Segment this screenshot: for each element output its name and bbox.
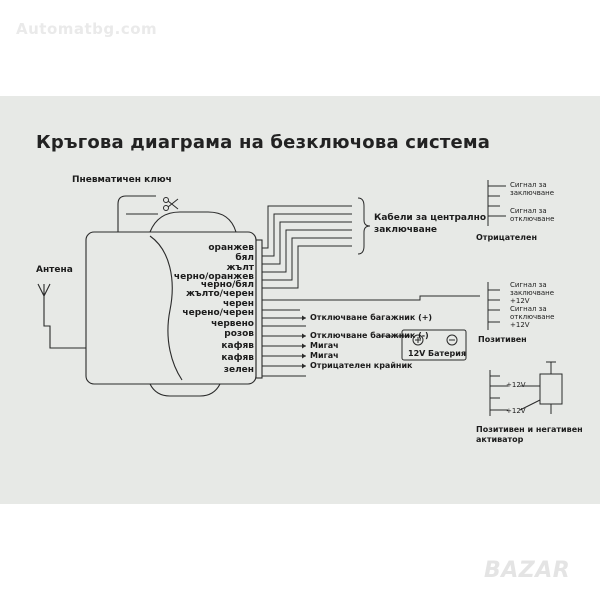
signal-lock-pos-line3: +12V — [510, 297, 530, 305]
actuator-plus12-top: +12V — [506, 381, 526, 389]
wire-label: кафяв — [221, 353, 254, 363]
central-lock-label-line1: Кабели за централно — [374, 213, 487, 223]
signal-lock-pos-line2: заключване — [510, 289, 555, 297]
wire-label: кафяв — [221, 341, 254, 351]
wire-function-label: Отключване багажник (-) — [310, 331, 429, 340]
scissors-icon — [163, 197, 179, 211]
pneumatic-tube — [117, 195, 158, 232]
battery-voltage: 12V — [408, 349, 426, 358]
signal-lock-pos-line1: Сигнал за — [510, 281, 547, 289]
wire-connector — [255, 239, 263, 379]
wire-label: жълто/черен — [185, 289, 254, 299]
signal-lock-line2: заключване — [510, 189, 555, 197]
wire-function-label: Отрицателен крайник — [310, 361, 413, 370]
signal-unlock-pos-line2: отключване — [510, 313, 555, 321]
wire-label: черено/черен — [182, 308, 254, 318]
battery-label: Батерия — [428, 349, 467, 358]
signal-lock-line1: Сигнал за — [510, 181, 547, 189]
signal-unlock-line1: Сигнал за — [510, 207, 547, 215]
signal-unlock-line2: отключване — [510, 215, 555, 223]
wire-function-label: Мигач — [310, 351, 339, 360]
actuator-plus12-bottom: +12V — [506, 407, 526, 415]
positive-label: Позитивен — [478, 335, 527, 344]
antenna-icon — [37, 283, 86, 349]
wire-label: черен — [222, 299, 254, 309]
pneumatic-key-label: Пневматичен ключ — [72, 175, 172, 185]
brace — [357, 197, 371, 255]
wire-function-label: Мигач — [310, 341, 339, 350]
wire-label: оранжев — [208, 243, 254, 253]
wire-label: розов — [224, 329, 254, 339]
wire-label: жълт — [226, 263, 254, 273]
central-lock-label-line2: заключване — [374, 225, 438, 235]
battery-box — [401, 329, 467, 361]
antenna-label: Антена — [36, 265, 73, 275]
wire-label: зелен — [223, 365, 254, 375]
actuator-label-line1: Позитивен и негативен — [476, 425, 583, 434]
bazar-logo: BAZAR — [484, 558, 571, 583]
signal-unlock-pos-line3: +12V — [510, 321, 530, 329]
wire-function-label: Отключване багажник (+) — [310, 313, 433, 322]
wire-label: черно/бял — [200, 280, 254, 290]
control-unit-curve — [149, 235, 183, 381]
signal-unlock-pos-line1: Сигнал за — [510, 305, 547, 313]
actuator-icon — [539, 361, 563, 414]
negative-label: Отрицателен — [476, 233, 537, 242]
wire-label: черно/оранжев — [173, 272, 254, 282]
control-unit-tab-top — [149, 211, 237, 233]
control-unit-tab-bottom — [149, 383, 221, 397]
diagram-title: Кръгова диаграма на безключова система — [36, 132, 491, 153]
wire-label: бял — [235, 253, 254, 263]
watermark: Automatbg.com — [16, 20, 158, 38]
wire-label: червено — [211, 319, 254, 329]
actuator-label-line2: активатор — [476, 435, 524, 444]
